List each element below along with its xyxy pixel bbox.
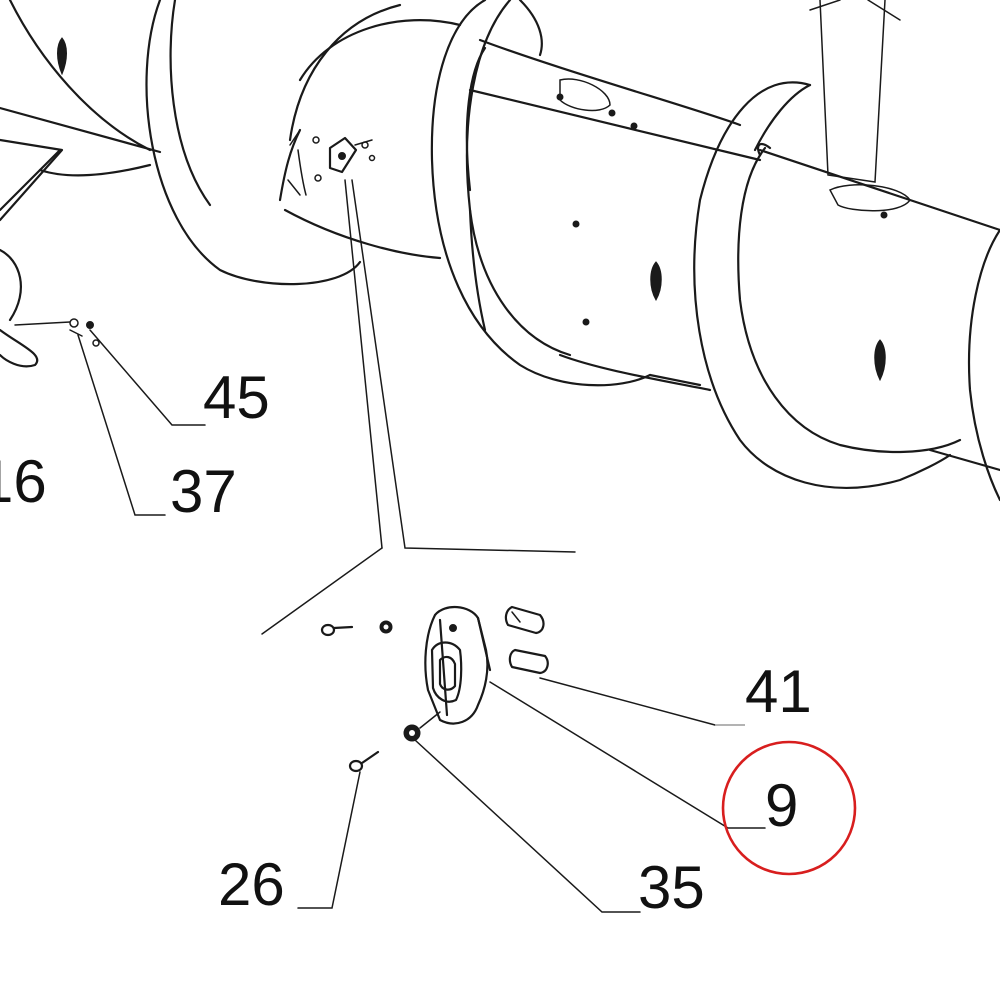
bracket-pin-upper [504,605,545,635]
left-auger-flight [0,0,362,368]
highlight-ring [721,740,857,876]
bracket-bolt-left [320,620,393,637]
callout-9: 9 [765,772,798,839]
bracket-nut-35 [403,711,441,742]
left-bracket-fasteners [69,318,100,347]
bearing-bracket-9 [424,606,492,725]
right-auger-flight [693,0,1000,502]
callout-35: 35 [638,854,705,921]
callout-16: 16 [0,448,47,515]
callout-labels: 45 16 37 41 9 26 35 [0,364,812,921]
callout-41: 41 [745,658,812,725]
leader-lines-lower [297,677,766,913]
callout-37: 37 [170,458,237,525]
auger-shaft-tube [278,0,762,260]
hub-bracket-top [312,136,376,182]
bracket-pin-lower [508,648,549,675]
center-auger-flight [430,0,712,392]
leader-lines-upper [77,329,206,516]
bracket-bolt-26 [348,750,380,773]
callout-45: 45 [203,364,270,431]
explode-guide-lines [261,179,576,635]
callout-26: 26 [218,851,285,918]
bearing-bracket-assembly [320,605,549,773]
